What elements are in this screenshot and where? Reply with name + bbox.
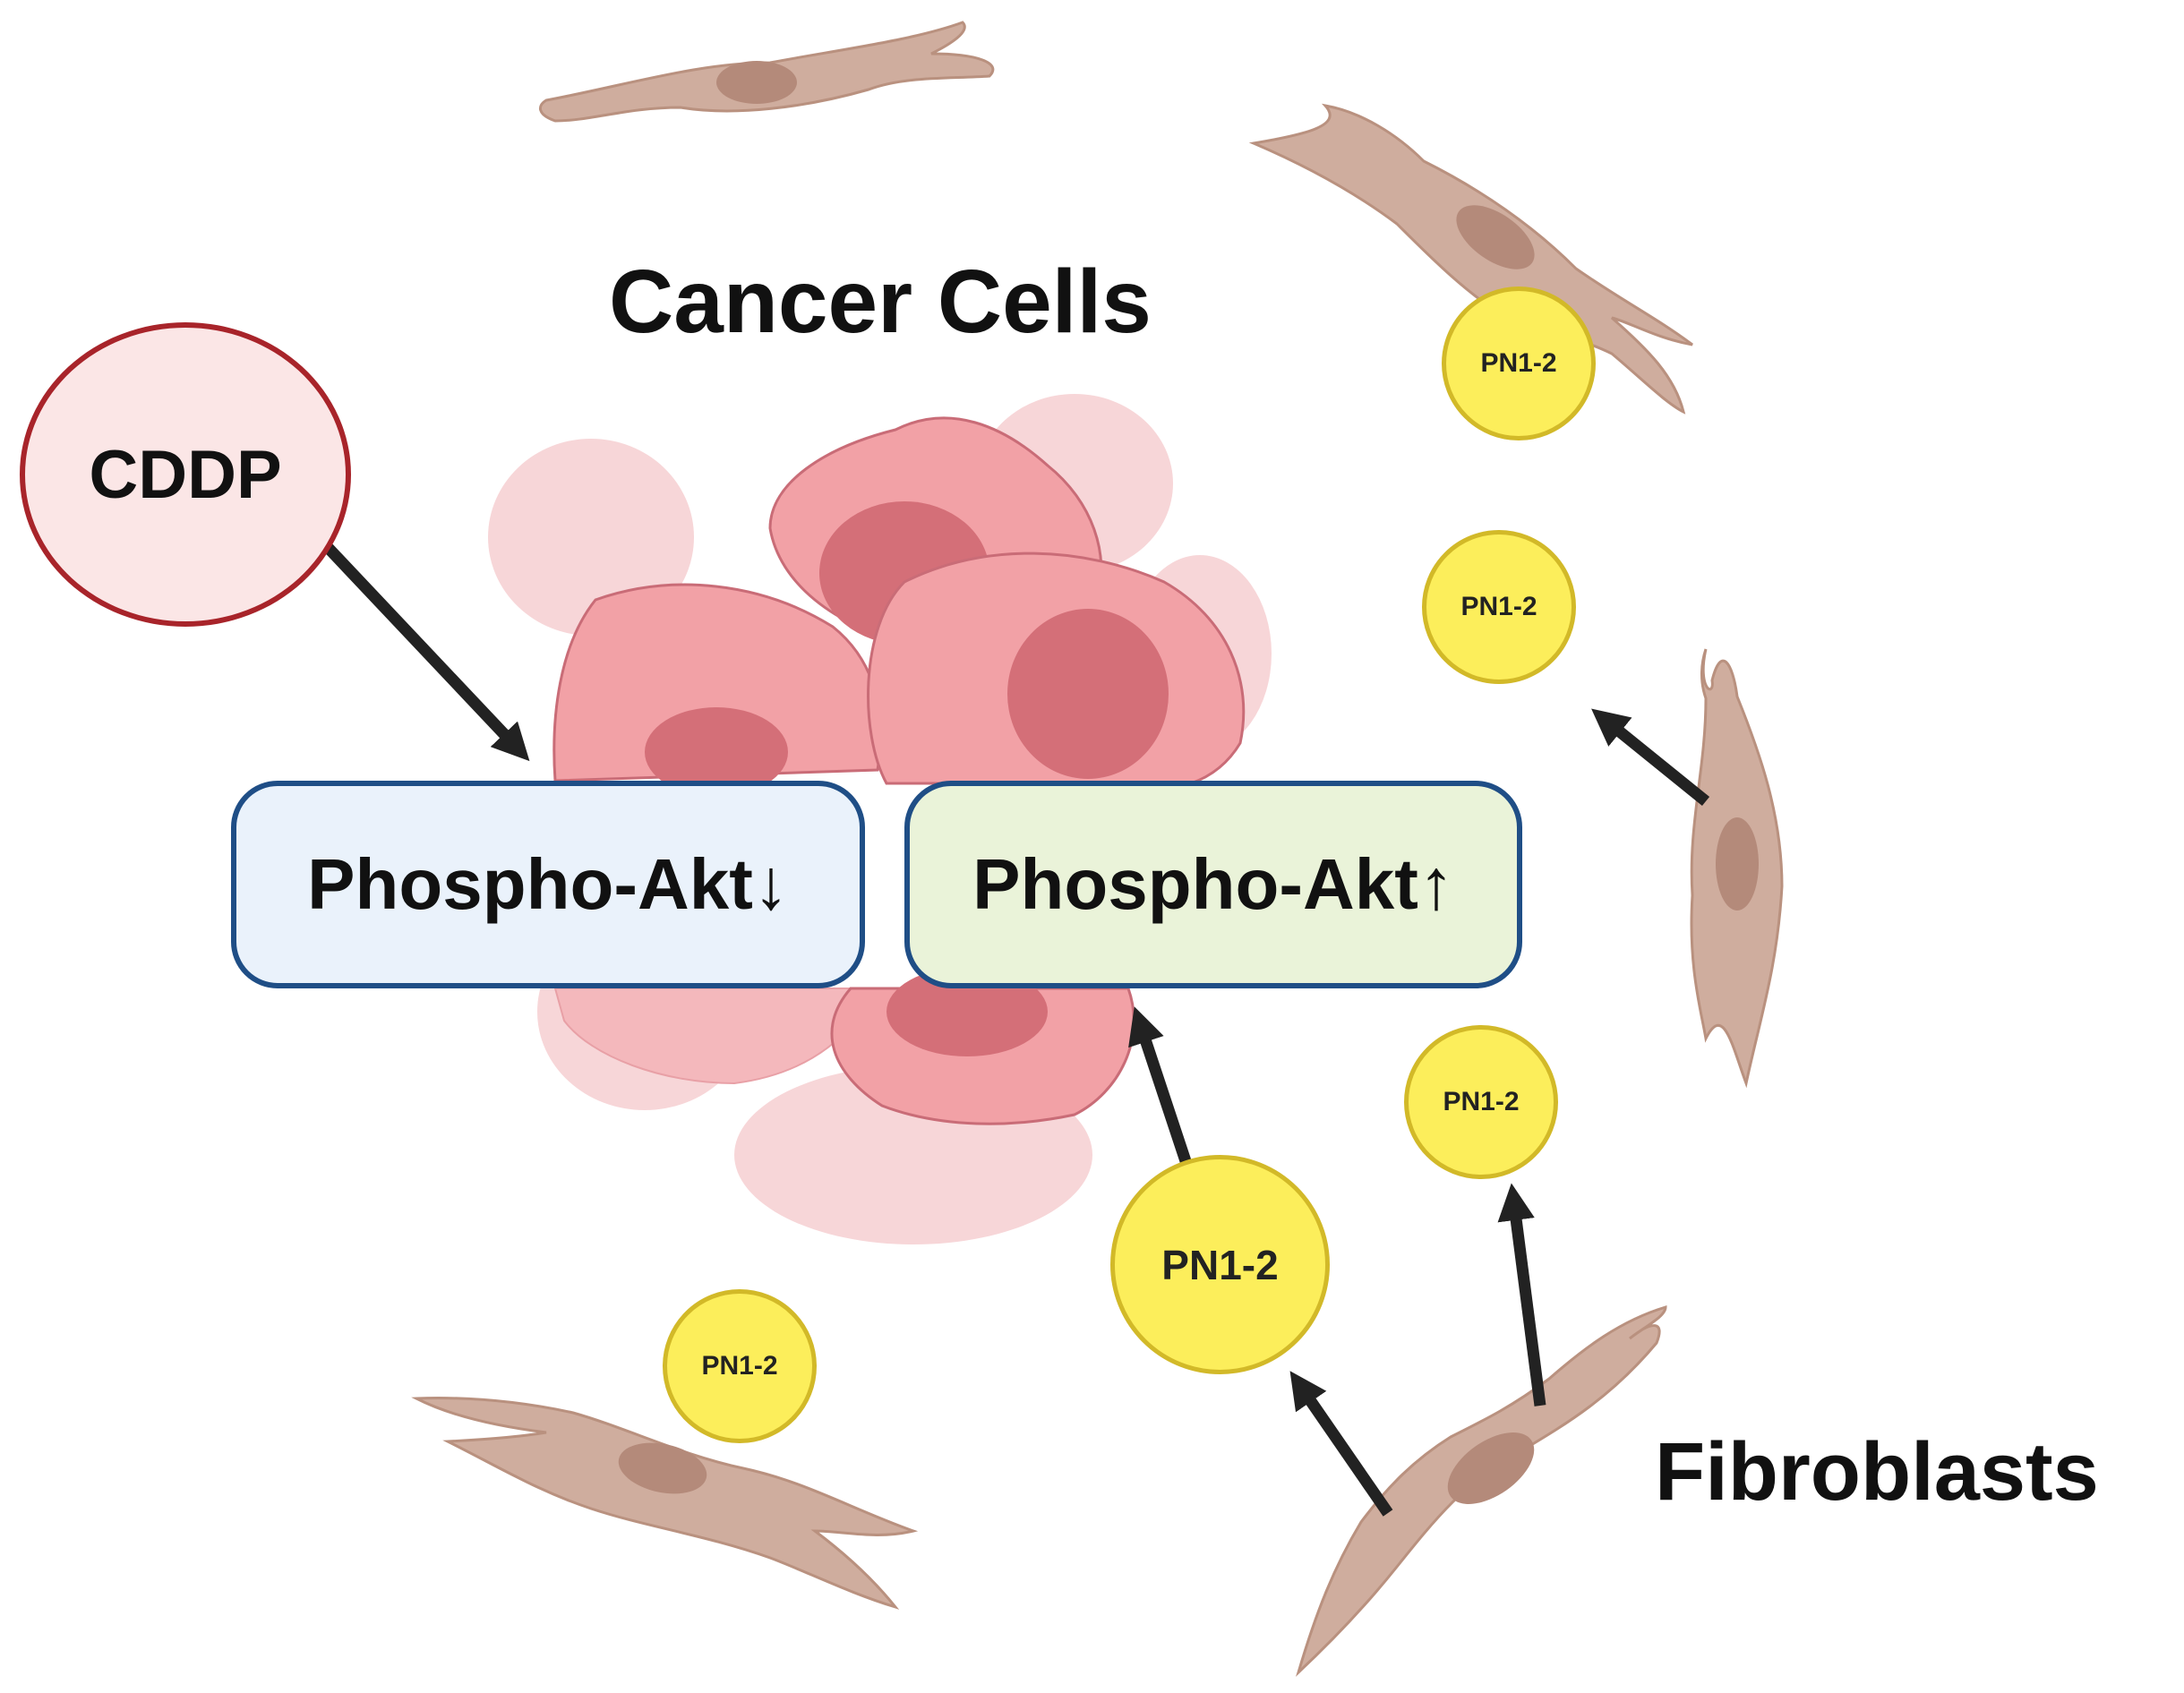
pn1-2-label: PN1-2 — [701, 1351, 778, 1381]
cddp-label: CDDP — [89, 436, 282, 513]
pn1-2-label: PN1-2 — [1443, 1087, 1520, 1116]
arrow-fibroblast-to-pn1-2-lower — [1497, 1183, 1546, 1407]
pn1-2-node-lower-left: PN1-2 — [663, 1289, 817, 1443]
pn1-2-node-right: PN1-2 — [1422, 530, 1576, 684]
fibroblasts-label: Fibroblasts — [1655, 1426, 2099, 1518]
cancer-cell-left-nucleus — [645, 707, 788, 797]
fibroblast-right — [1690, 648, 1784, 1089]
phospho-akt-up-box: Phospho-Akt↑ — [904, 781, 1522, 988]
fibroblast-bottom-right — [1296, 1304, 1667, 1677]
cancer-cell-back-1 — [488, 439, 694, 636]
pn1-2-label: PN1-2 — [1460, 592, 1537, 621]
fibroblast-bottom-left — [411, 1397, 919, 1610]
cancer-cell-bottom-nucleus — [886, 967, 1048, 1056]
pn1-2-node-center: PN1-2 — [1110, 1155, 1330, 1374]
phospho-akt-down-label: Phospho-Akt↓ — [307, 844, 789, 924]
pn1-2-node-upper-right: PN1-2 — [1442, 286, 1596, 440]
arrow-cddp-to-akt-down — [318, 537, 530, 762]
arrow-pn1-2-to-akt-up — [1128, 1006, 1197, 1180]
pn1-2-label: PN1-2 — [1480, 348, 1557, 378]
fibroblast-top — [539, 21, 995, 123]
pn1-2-label: PN1-2 — [1161, 1241, 1279, 1288]
cancer-cell-right-nucleus — [1007, 609, 1169, 779]
phospho-akt-down-box: Phospho-Akt↓ — [231, 781, 865, 988]
pn1-2-node-lower-right: PN1-2 — [1404, 1025, 1558, 1179]
arrow-fibroblast-to-pn1-2-upper — [1591, 708, 1710, 807]
cddp-node: CDDP — [20, 322, 351, 627]
arrow-fibroblast-to-pn1-2-center — [1289, 1371, 1393, 1517]
cancer-cells-label: Cancer Cells — [609, 252, 1152, 352]
phospho-akt-up-label: Phospho-Akt↑ — [972, 844, 1454, 924]
